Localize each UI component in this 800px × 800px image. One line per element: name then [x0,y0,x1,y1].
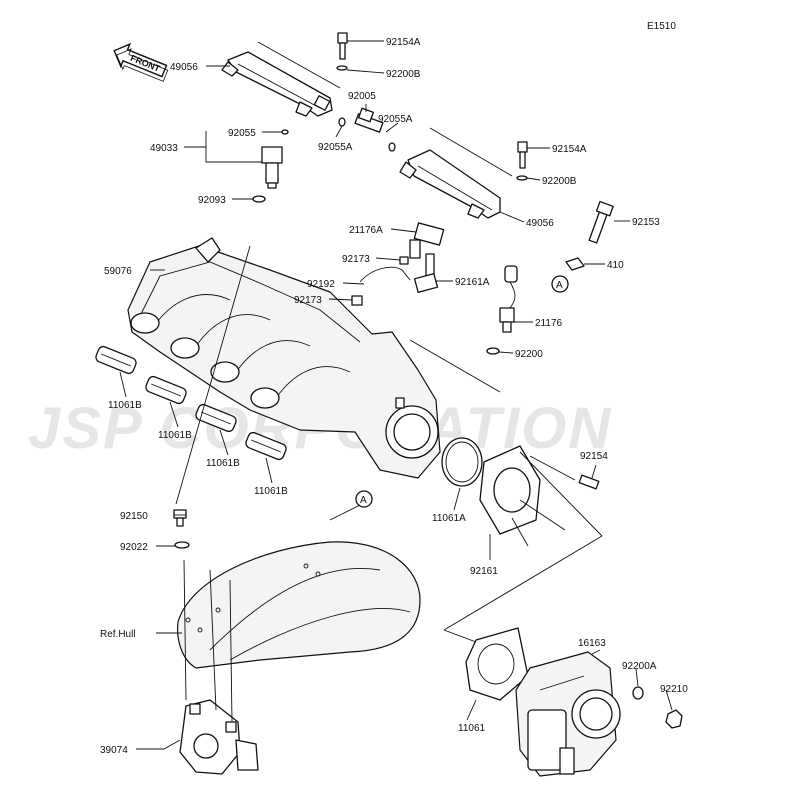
washer-92200b-right [516,175,528,181]
throttle-body-16163 [515,651,621,777]
bolt-92154 [578,474,600,490]
label-11061b-3: 11061B [206,458,240,469]
stud-bolts-92161 [511,455,576,547]
gasket-11061b-3 [195,403,237,433]
label-ref-hull: Ref.Hull [100,629,136,640]
ref-circle-a-bottom [355,490,373,508]
ref-circle-a-bottom-label: A [360,495,367,506]
label-92173-a: 92173 [342,254,370,265]
diagram-code: E1510 [647,21,676,32]
label-49033: 49033 [150,143,178,154]
label-92150: 92150 [120,511,148,522]
label-21176: 21176 [535,318,563,329]
label-92154: 92154 [580,451,608,462]
ref-circle-a-right-label: A [556,280,563,291]
oring-11061a [441,437,483,487]
label-39074: 39074 [100,745,128,756]
front-arrow-icon: FRONT [113,42,169,82]
fuel-joint-92005 [354,107,384,133]
label-92161: 92161 [470,566,498,577]
label-92200: 92200 [515,349,543,360]
ref-circle-a-right [551,275,569,293]
label-11061a: 11061A [432,513,466,524]
label-21176a: 21176A [349,225,383,236]
sensor-21176a [409,222,445,259]
label-11061b-4: 11061B [254,486,288,497]
label-16163: 16163 [578,638,606,649]
label-92055a-left: 92055A [318,142,353,153]
hose-92192 [359,266,411,283]
fuel-rail-right [399,149,501,219]
bolt-92154a-top [337,32,348,60]
label-92200b-right: 92200B [542,176,577,187]
washer-92022 [174,541,190,549]
bracket-39074 [179,699,259,775]
label-92154a-top: 92154A [386,37,421,48]
oring-92055a-right [388,142,396,152]
label-92161a: 92161A [455,277,490,288]
oring-92055 [281,129,289,135]
label-92093: 92093 [198,195,226,206]
label-410: 410 [607,260,624,271]
oring-11061a-inner [445,441,479,483]
label-92210: 92210 [660,684,688,695]
hull-section [177,541,421,669]
bolt-92153 [588,200,614,244]
label-92055a-right: 92055A [378,114,413,125]
fuel-rail-left [221,51,333,117]
label-92022: 92022 [120,542,148,553]
washer-92200b-top [336,65,348,71]
clamp-92173-b [351,295,363,306]
label-11061b-2: 11061B [158,430,192,441]
intake-manifold-59076 [127,237,441,479]
gasket-92200 [486,347,500,355]
label-49056-right: 49056 [526,218,554,229]
clip-410 [565,257,585,271]
label-11061: 11061 [458,723,486,734]
label-92200a: 92200A [622,661,657,672]
label-92173-b: 92173 [294,295,322,306]
sensor-21176 [499,265,518,333]
oring-92055a-left [338,117,346,127]
label-92154a-right: 92154A [552,144,587,155]
gasket-11061 [465,627,529,701]
gasket-11061b-2 [145,375,187,405]
label-92153: 92153 [632,217,660,228]
seal-92093 [252,195,266,203]
clamp-92173-a [399,256,409,265]
label-92200b-top: 92200B [386,69,421,80]
front-arrow-label: FRONT [129,53,162,74]
label-49056-left: 49056 [170,62,198,73]
part-labels: 92154A 49056 92200B 92005 92055A 92055A … [100,37,688,756]
label-11061b-1: 11061B [108,400,142,411]
leader-lines [119,40,673,750]
gasket-11061b-4 [245,431,287,461]
nut-92210 [665,709,683,729]
sensor-92161a [413,253,439,293]
bolt-92154a-right [517,141,528,169]
washer-92200a [632,686,644,700]
label-92055: 92055 [228,128,256,139]
bolt-92150 [173,509,187,527]
label-92192: 92192 [307,279,335,290]
label-59076: 59076 [104,266,132,277]
gasket-11061b-1 [95,345,137,375]
injector-49033 [261,146,283,189]
label-92005: 92005 [348,91,376,102]
